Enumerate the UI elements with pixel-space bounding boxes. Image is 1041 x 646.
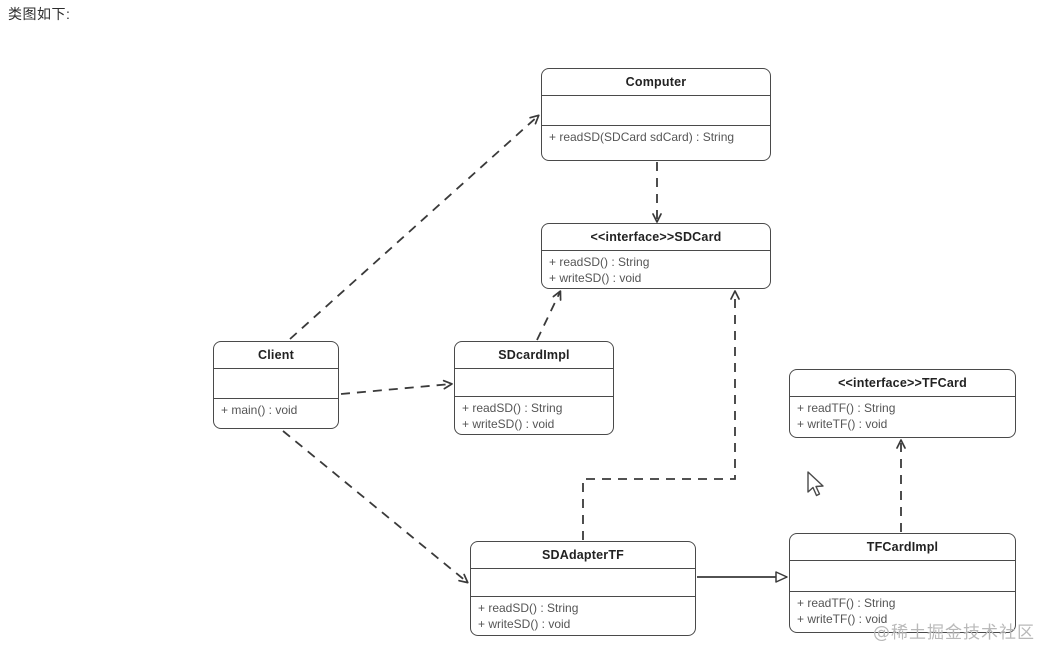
class-operations-sdadaptertf: + readSD() : String + writeSD() : void bbox=[471, 597, 695, 635]
operation-item: + readSD(SDCard sdCard) : String bbox=[549, 130, 735, 144]
class-box-sdadaptertf[interactable]: SDAdapterTF + readSD() : String + writeS… bbox=[470, 541, 696, 636]
class-box-tfcardimpl[interactable]: TFCardImpl + readTF() : String + writeTF… bbox=[789, 533, 1016, 633]
class-attributes-sdcardimpl bbox=[455, 369, 613, 397]
class-name-tfcardimpl: TFCardImpl bbox=[790, 534, 1015, 561]
class-operations-tfcardimpl: + readTF() : String + writeTF() : void bbox=[790, 592, 1015, 631]
class-name-tfcard: <<interface>>TFCard bbox=[790, 370, 1015, 397]
class-box-tfcard[interactable]: <<interface>>TFCard + readTF() : String … bbox=[789, 369, 1016, 438]
site-watermark: @稀土掘金技术社区 bbox=[873, 623, 1035, 643]
edge-client-to-sdcardimpl bbox=[340, 379, 453, 395]
operation-item: + writeSD() : void bbox=[462, 417, 555, 431]
class-attributes-tfcardimpl bbox=[790, 561, 1015, 592]
edge-client-to-computer bbox=[289, 114, 540, 340]
class-name-computer: Computer bbox=[542, 69, 770, 96]
class-operations-tfcard: + readTF() : String + writeTF() : void bbox=[790, 397, 1015, 436]
class-operations-sdcard: + readSD() : String + writeSD() : void bbox=[542, 251, 770, 288]
class-box-sdcard[interactable]: <<interface>>SDCard + readSD() : String … bbox=[541, 223, 771, 289]
class-operations-client: + main() : void bbox=[214, 399, 338, 422]
class-operations-sdcardimpl: + readSD() : String + writeSD() : void bbox=[455, 397, 613, 434]
operation-item: + main() : void bbox=[221, 403, 298, 417]
class-attributes-computer bbox=[542, 96, 770, 126]
class-box-computer[interactable]: Computer + readSD(SDCard sdCard) : Strin… bbox=[541, 68, 771, 161]
edge-sdcardimpl-to-sdcard bbox=[536, 290, 562, 341]
operation-item: + readSD() : String bbox=[478, 601, 579, 615]
operation-item: + writeTF() : void bbox=[797, 612, 888, 626]
class-box-sdcardimpl[interactable]: SDcardImpl + readSD() : String + writeSD… bbox=[454, 341, 614, 435]
class-name-sdcardimpl: SDcardImpl bbox=[455, 342, 613, 369]
class-operations-computer: + readSD(SDCard sdCard) : String bbox=[542, 126, 770, 149]
edge-client-to-sdadaptertf bbox=[282, 430, 469, 584]
operation-item: + readSD() : String bbox=[462, 401, 563, 415]
page-title: 类图如下: bbox=[8, 6, 71, 22]
class-attributes-client bbox=[214, 369, 338, 399]
operation-item: + writeSD() : void bbox=[549, 271, 642, 285]
class-name-sdcard: <<interface>>SDCard bbox=[542, 224, 770, 251]
operation-item: + readSD() : String bbox=[549, 255, 650, 269]
operation-item: + writeSD() : void bbox=[478, 617, 571, 631]
class-name-sdadaptertf: SDAdapterTF bbox=[471, 542, 695, 569]
operation-item: + writeTF() : void bbox=[797, 417, 888, 431]
operation-item: + readTF() : String bbox=[797, 596, 896, 610]
operation-item: + readTF() : String bbox=[797, 401, 896, 415]
class-attributes-sdadaptertf bbox=[471, 569, 695, 597]
class-name-client: Client bbox=[214, 342, 338, 369]
class-box-client[interactable]: Client + main() : void bbox=[213, 341, 339, 429]
